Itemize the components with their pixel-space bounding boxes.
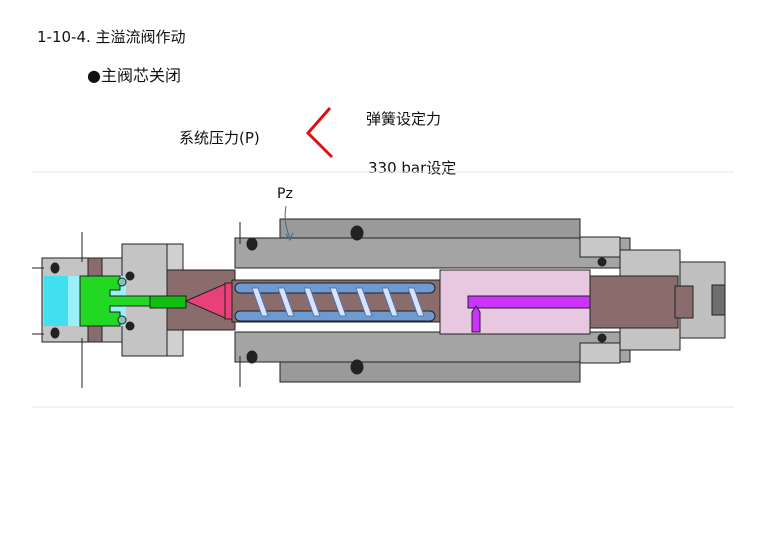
spring-force-label: 弹簧设定力 (366, 110, 442, 128)
poppet-seal-bottom (117, 315, 127, 325)
section-title: 1-10-4. 主溢流阀作动 (37, 28, 186, 46)
orifice-branch (471, 305, 481, 333)
spring-coils (251, 287, 425, 317)
pz-label: Pz (277, 186, 293, 202)
plug (589, 275, 679, 329)
plug-tip (674, 285, 694, 319)
hex-socket (711, 284, 726, 316)
poppet-stem (149, 295, 187, 309)
sleeve-lower (234, 331, 631, 363)
spring-bottom (234, 310, 436, 322)
o-rings (50, 225, 607, 375)
collar-lower (579, 342, 621, 364)
bullet-heading: ●主阀芯关闭 (87, 66, 181, 85)
guide-lines (32, 222, 241, 388)
poppet-seal-top (117, 277, 127, 287)
sleeve-upper (234, 237, 631, 269)
pz-arrow-icon (284, 205, 294, 242)
valve-cross-section (32, 218, 726, 388)
less-than-icon (305, 107, 334, 159)
system-pressure-label: 系统压力(P) (179, 129, 260, 147)
inlet-flow (44, 276, 68, 326)
collar-upper (579, 236, 621, 258)
cone-flange (224, 282, 233, 320)
orifice-channel (467, 295, 591, 309)
